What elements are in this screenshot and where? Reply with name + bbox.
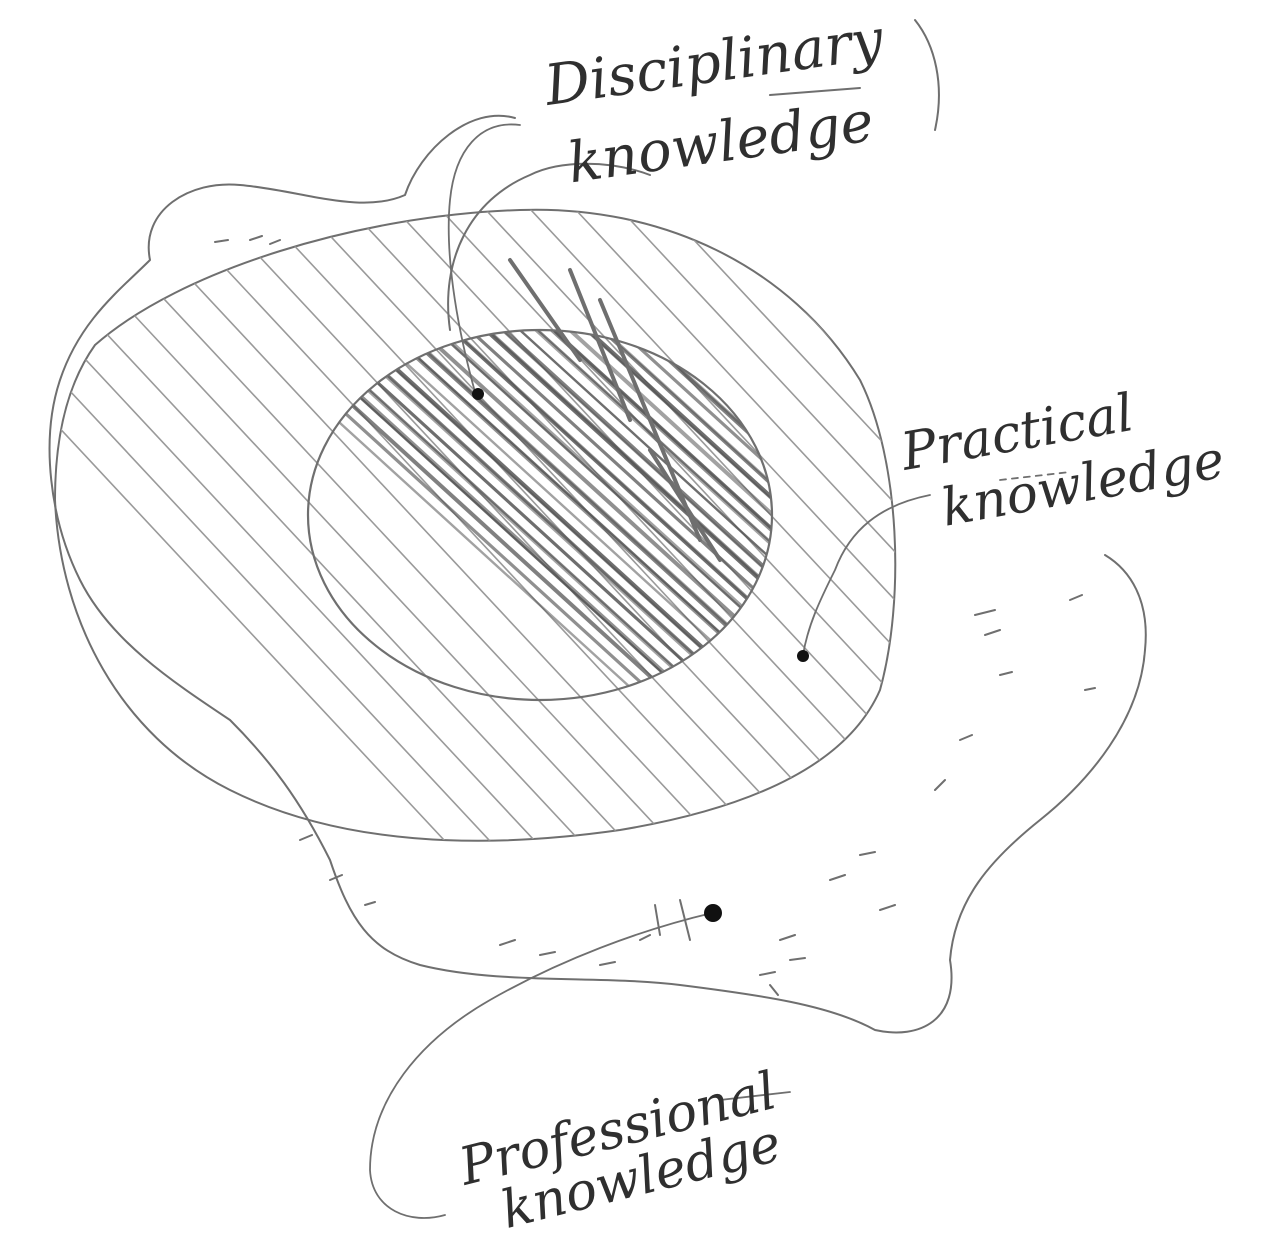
practical-marker-dot	[797, 650, 809, 662]
light-hatch-line	[790, 150, 1267, 900]
light-hatch-line	[475, 150, 1175, 900]
dark-hatch-line	[232, 250, 792, 760]
light-hatch-line	[0, 150, 680, 900]
disciplinary-marker-dot	[472, 388, 484, 400]
professional-marker-dot	[704, 904, 722, 922]
disciplinary-bracket	[915, 20, 939, 130]
light-hatch-line	[115, 150, 815, 900]
light-hatch-line	[0, 150, 545, 900]
light-hatch-line	[520, 150, 1220, 900]
dark-hatch-line	[382, 250, 942, 760]
disciplinary-label: Disciplinary knowledge	[540, 5, 916, 199]
light-hatch-line	[835, 150, 1267, 900]
dark-hatch-line	[300, 250, 860, 760]
dark-hatch-line	[282, 250, 842, 760]
dark-hatch-line	[400, 250, 960, 760]
professional-label: Professional knowledge	[453, 1057, 811, 1244]
light-hatch-line	[295, 150, 995, 900]
light-hatch-line	[340, 150, 1040, 900]
practical-label: Practical knowledge	[896, 369, 1229, 544]
dark-hatch-line	[432, 250, 992, 760]
professional-knowledge-region	[50, 116, 1146, 1033]
light-hatch-line	[565, 150, 1265, 900]
light-hatch-line	[205, 150, 905, 900]
light-hatch-line	[0, 150, 500, 900]
practical-leader-line	[803, 495, 930, 655]
light-hatch-line	[0, 150, 635, 900]
dark-hatch-line	[216, 250, 776, 760]
